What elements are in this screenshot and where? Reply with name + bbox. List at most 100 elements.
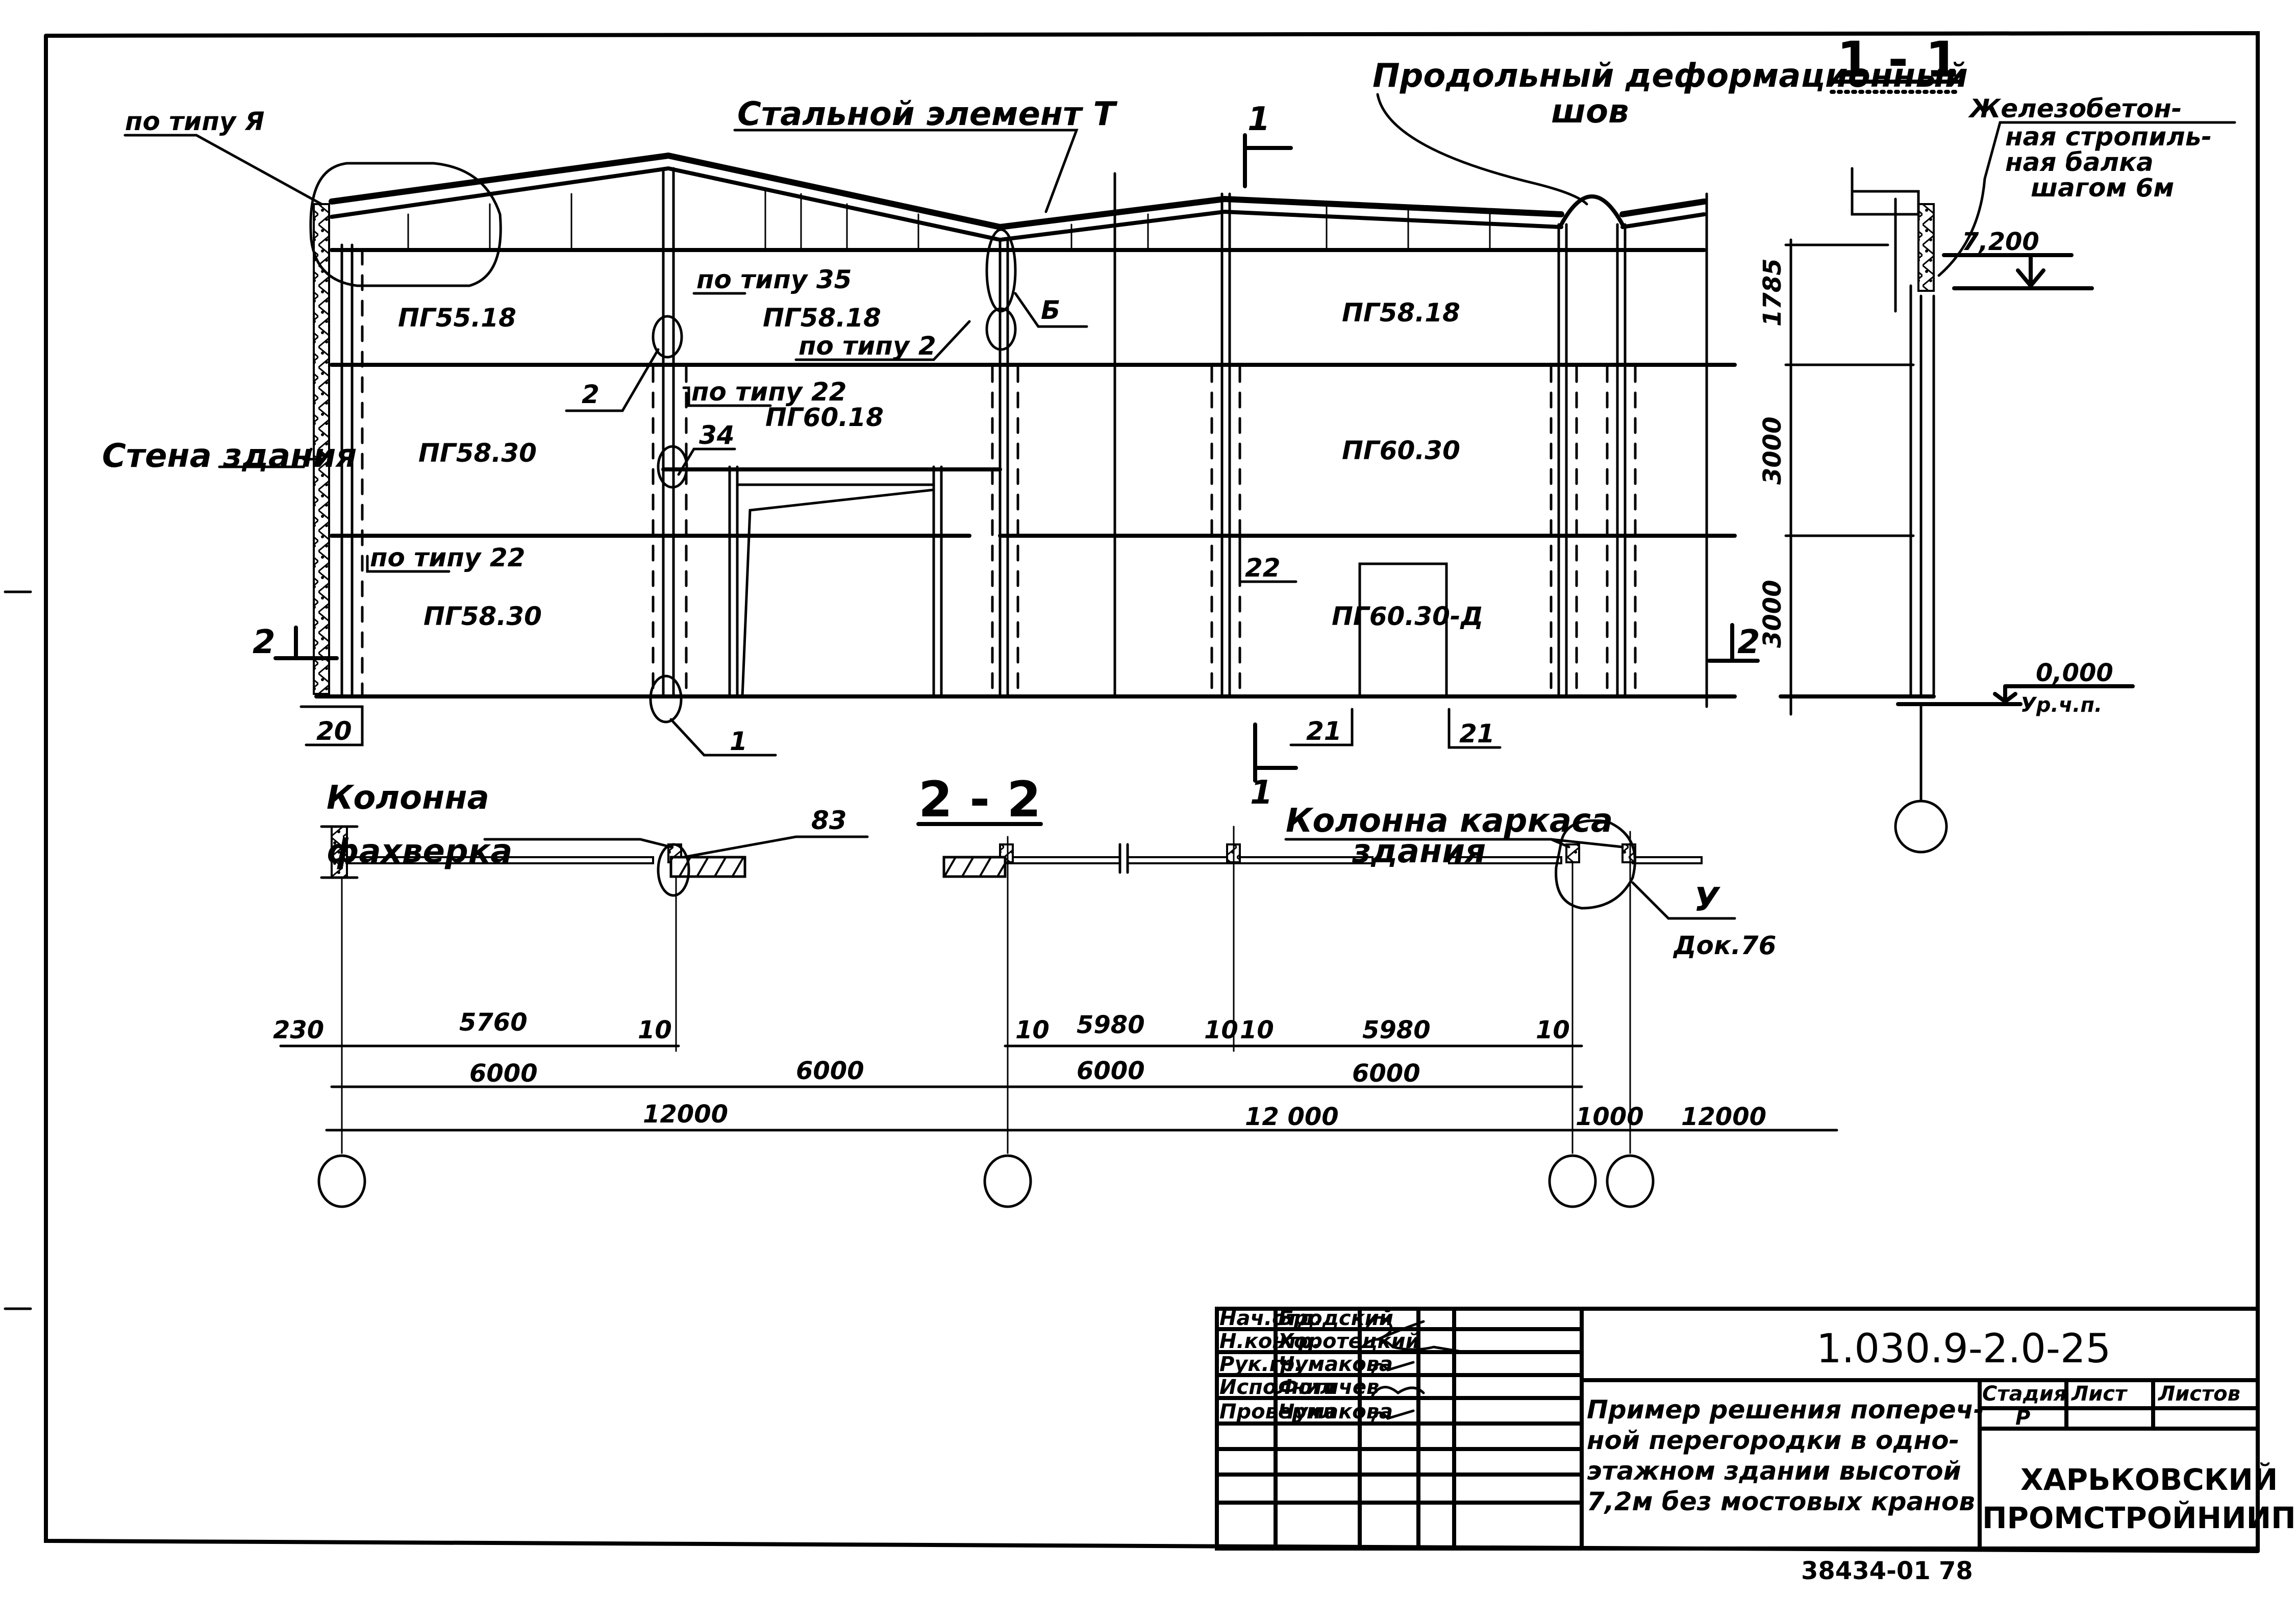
- elevation-labels: по типу Я Стальной элемент Т Продольный …: [102, 57, 1968, 812]
- panel-label: ПГ58.18: [1342, 298, 1460, 328]
- callout-type-2: по типу 2: [798, 331, 936, 361]
- dim-12000: 12000: [1681, 1103, 1766, 1131]
- sheets-header: Листов: [2158, 1382, 2240, 1406]
- panel-label: ПГ60.30-Д: [1332, 602, 1483, 631]
- role-label: Рук.гр.: [1219, 1353, 1302, 1376]
- callout-wall: Стена здания: [102, 437, 357, 475]
- dim-3000a: 3000: [1758, 416, 1787, 485]
- detail-circle-2: [652, 315, 683, 359]
- description-line-4: 7,2м без мостовых кранов: [1587, 1487, 1975, 1516]
- dim-10: 10: [1536, 1016, 1570, 1044]
- callout-deformation-joint-1: Продольный деформационный: [1372, 57, 1968, 95]
- person-name: Бродский: [1278, 1307, 1393, 1330]
- dim-10: 10: [1240, 1016, 1274, 1044]
- node-20: 20: [316, 716, 352, 746]
- detail-circle-34: [657, 445, 688, 489]
- columns: [340, 167, 1708, 708]
- small-door: [1358, 562, 1448, 698]
- sheet-header: Лист: [2071, 1382, 2128, 1406]
- door-opening: [728, 465, 943, 698]
- document-code: 1.030.9-2.0-25: [1816, 1326, 2111, 1372]
- leader-lines: [123, 93, 1588, 757]
- dim-12000: 12 000: [1245, 1103, 1339, 1131]
- panel-label: ПГ58.18: [763, 303, 881, 333]
- node-1: 1: [730, 727, 747, 756]
- section-mark-2-left: 2: [253, 623, 276, 661]
- dim-10: 10: [1204, 1016, 1238, 1044]
- section-2-2: 2 - 2 Колонна фахверка Колонна каркаса з…: [273, 771, 1838, 1208]
- stage-header: Стадия: [1982, 1382, 2067, 1406]
- partition-elevation: [123, 93, 1760, 783]
- node-34: 34: [699, 420, 735, 450]
- callout-type-35: по типу 35: [696, 265, 852, 294]
- col-frame-1: Колонна каркаса: [1286, 802, 1613, 840]
- callout-type-ya: по типу Я: [125, 107, 264, 136]
- beam-label-3: ная балка: [2005, 147, 2154, 177]
- elevation-zero: 0,000: [2036, 659, 2113, 687]
- section-2-2-title: 2 - 2: [918, 771, 1041, 828]
- panel-label: ПГ60.18: [765, 403, 884, 432]
- section-mark-1-top: 1: [1247, 101, 1270, 138]
- roof-slab: [329, 152, 1564, 231]
- beam-label-2: ная стропиль-: [2005, 122, 2212, 152]
- node-22: 22: [1245, 553, 1281, 583]
- org-line-1: ХАРЬКОВСКИЙ: [2020, 1462, 2278, 1497]
- building-wall: [313, 203, 330, 695]
- person-name: Фотичев: [1278, 1376, 1379, 1399]
- section-cut-marks: [273, 133, 1760, 783]
- inventory-number: 38434-01: [1801, 1557, 1931, 1585]
- node-83: 83: [811, 806, 847, 835]
- role-label: Проверил: [1219, 1400, 1336, 1424]
- person-name: Чумакова: [1278, 1400, 1393, 1424]
- dim-6000: 6000: [469, 1059, 538, 1088]
- panel-label: ПГ58.30: [418, 438, 537, 468]
- org-line-2: ПРОМСТРОЙНИИПРОЕКТ: [1982, 1500, 2296, 1535]
- dim-3000b: 3000: [1758, 580, 1787, 648]
- detail-circle-b: [985, 228, 1017, 313]
- dim-12000: 12000: [643, 1100, 728, 1129]
- dim-1000: 1000: [1576, 1103, 1644, 1131]
- dim-6000: 6000: [1077, 1057, 1145, 1085]
- title-block: Нач.отд. Н.контр. Рук.гр. Исполнил Прове…: [1215, 1307, 2296, 1551]
- doc-ref: Док.76: [1673, 931, 1776, 960]
- dim-10: 10: [1015, 1016, 1050, 1044]
- beam-label-4: шагом 6м: [2031, 173, 2174, 203]
- node-u: У: [1694, 881, 1720, 919]
- person-name: Хоротецкий: [1277, 1330, 1420, 1353]
- section-1-1-title: 1 - 1: [1837, 31, 1959, 88]
- panel-label: ПГ55.18: [398, 303, 516, 333]
- deformation-joint: [1559, 194, 1625, 227]
- callout-type-22b: по типу 22: [370, 543, 525, 572]
- dim-10: 10: [638, 1016, 672, 1044]
- detail-circle-ya: [309, 162, 502, 287]
- signatures: [1361, 1316, 1466, 1423]
- col-frame-2: здания: [1352, 833, 1486, 870]
- callout-type-22a: по типу 22: [691, 377, 846, 407]
- panel-label: ПГ58.30: [423, 602, 542, 631]
- role-label: Исполнил: [1219, 1376, 1335, 1399]
- callout-b: Б: [1041, 295, 1060, 325]
- elevation-zero-note: Ур.ч.п.: [2020, 693, 2102, 717]
- callout-deformation-joint-2: шов: [1551, 93, 1629, 131]
- section-mark-1-bottom: 1: [1250, 774, 1273, 812]
- role-label: Н.контр.: [1219, 1330, 1320, 1353]
- stage-value: Р: [2015, 1406, 2030, 1430]
- description-line-3: этажном здании высотой: [1587, 1456, 1961, 1486]
- beam-label-1: Железобетон-: [1968, 94, 2182, 123]
- dim-6000: 6000: [796, 1057, 864, 1085]
- detail-circles: [309, 162, 1017, 723]
- section-1-1: 1 - 1 Железобетон- ная стропиль- ная бал…: [1758, 31, 2236, 854]
- detail-circle-type2: [985, 307, 1017, 351]
- person-name: Чумакова: [1278, 1353, 1393, 1376]
- dim-1785: 1785: [1758, 258, 1787, 327]
- callout-steel-element: Стальной элемент Т: [737, 95, 1117, 133]
- col-fachwerk-2: фахверка: [327, 833, 512, 870]
- role-label: Нач.отд.: [1219, 1307, 1322, 1330]
- col-fachwerk-1: Колонна: [327, 779, 489, 817]
- dim-5980: 5980: [1077, 1011, 1145, 1039]
- dim-6000: 6000: [1352, 1059, 1420, 1088]
- dim-230: 230: [273, 1016, 324, 1044]
- dim-5980: 5980: [1362, 1016, 1431, 1044]
- dim-5760: 5760: [459, 1008, 528, 1037]
